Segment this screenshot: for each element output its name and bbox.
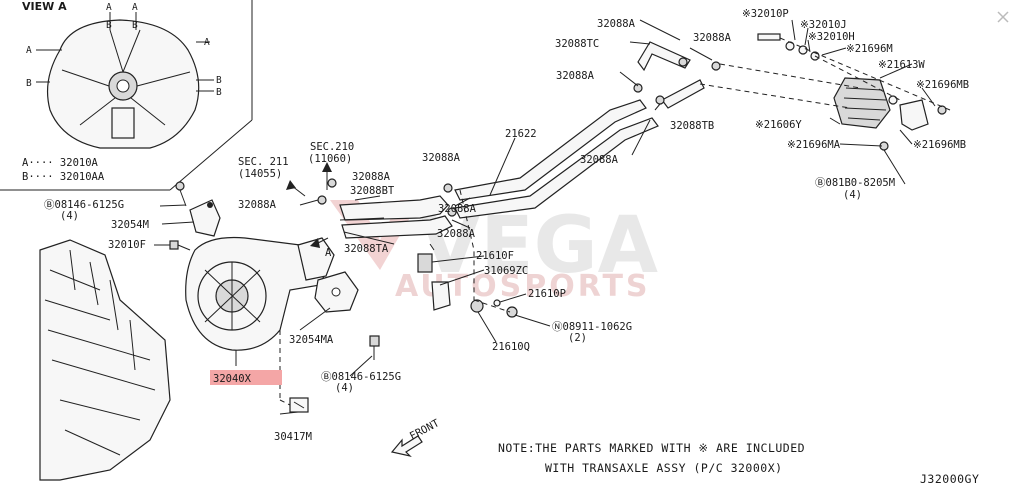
label-21606y: ※21606Y [755,119,802,131]
label-32088a-3: 32088A [556,70,595,82]
label-view-a-marker: A [325,247,332,259]
diagram-code: J32000GY [920,472,979,486]
label-32088a-2: 32088A [693,32,732,44]
front-arrow: FRONT [390,417,442,458]
label-21610q: 21610Q [492,341,530,353]
view-letter-1: A [106,2,112,13]
label-32054ma: 32054MA [289,334,334,346]
label-32088a-8: 32088A [238,199,277,211]
label-08911-qty: (2) [568,332,587,344]
label-21613w: ※21613W [878,59,925,71]
label-32088a-5: 32088A [422,152,461,164]
label-081b0: Ⓑ081B0-8205M [815,177,895,189]
label-32088a-4: 32088A [580,154,619,166]
label-08146-top-qty: (4) [60,210,79,222]
label-32088a-7: 32088A [352,171,391,183]
label-21622: 21622 [505,128,537,140]
label-21610f: 21610F [476,250,514,262]
label-sec211-sub: (14055) [238,168,282,180]
view-letter-5: B [216,75,222,86]
front-label: FRONT [408,417,442,443]
label-sec210: SEC.210 [310,141,354,153]
label-30417m: 30417M [274,431,312,443]
label-08146-bottom-qty: (4) [335,382,354,394]
view-letter-3: A [26,45,32,56]
label-32088ta: 32088TA [344,243,389,255]
label-08146-bottom: Ⓑ08146-6125G [321,371,401,383]
label-32088a-6: 32088A [437,228,476,240]
label-32010f: 32010F [108,239,146,251]
view-legend-b: B···· 32010AA [22,171,105,183]
view-letter-4: B [26,78,32,89]
mount-bracket-32054ma [314,271,359,313]
close-icon[interactable] [997,11,1009,23]
label-08146-top: Ⓑ08146-6125G [44,199,124,211]
label-32088a-1: 32088A [597,18,636,30]
view-letter-6: B [216,87,222,98]
fittings-21610 [417,253,518,318]
part-labels: 32088A 32088TC 32088A 32088A 32088TB 320… [44,8,969,443]
label-21610p: 21610P [528,288,566,300]
label-32088a-9: 32088A [438,203,477,215]
part-30417m [289,397,309,413]
highlight-32040x [210,370,282,385]
note-line-1: NOTE:THE PARTS MARKED WITH ※ ARE INCLUDE… [498,441,805,455]
view-a-inset: VIEW A A A A B B B B A B A···· 32010A B·… [0,0,253,191]
view-a-title: VIEW A [22,0,67,13]
footnote: NOTE:THE PARTS MARKED WITH ※ ARE INCLUDE… [498,441,805,475]
view-letter-8: A [204,37,210,48]
label-sec210-sub: (11060) [308,153,352,165]
section-arrows [286,162,332,248]
view-legend-a: A···· 32010A [22,157,99,169]
label-32010j: ※32010J [800,19,847,31]
leader-lines [154,19,951,415]
mount-bracket-32054m [189,199,221,237]
view-letter-7: B [106,20,112,31]
label-31069zc: 31069ZC [484,265,528,277]
label-sec211: SEC. 211 [238,156,289,168]
view-letter-2: A [132,2,138,13]
engine-block [39,239,171,481]
bolt-08146-top [175,181,187,207]
label-21696mb-2: ※21696MB [913,139,966,151]
note-line-2: WITH TRANSAXLE ASSY (P/C 32000X) [545,461,783,475]
label-21696mb-1: ※21696MB [916,79,969,91]
hose-clamps [317,57,721,217]
label-32088bt: 32088BT [350,185,395,197]
label-32088tb: 32088TB [670,120,714,132]
label-32010p: ※32010P [742,8,789,20]
label-32010h: ※32010H [808,31,855,43]
cooler-tubes [339,41,705,239]
label-21696ma: ※21696MA [787,139,841,151]
label-32088tc: 32088TC [555,38,599,50]
bolt-08146-bottom [369,335,380,360]
bolt-32010f [169,240,191,251]
label-08911: Ⓝ08911-1062G [552,321,632,333]
label-081b0-qty: (4) [843,189,862,201]
label-32054m: 32054M [111,219,149,231]
view-letter-9: B [132,20,138,31]
label-21696m: ※21696M [846,43,893,55]
label-32040x: 32040X [213,373,252,385]
